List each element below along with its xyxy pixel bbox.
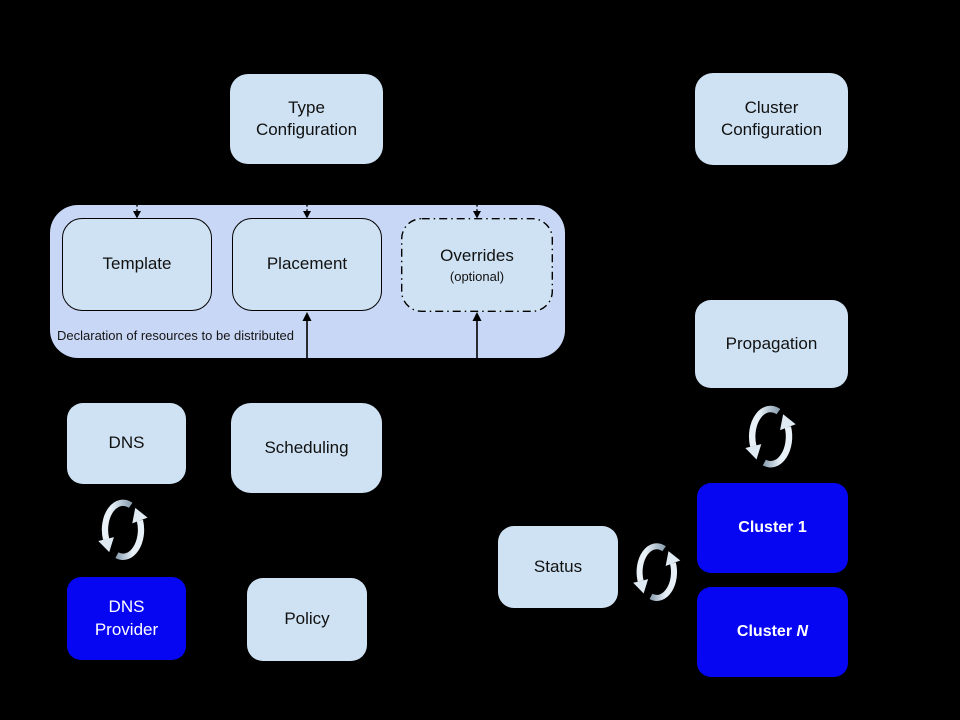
overrides-label: Overrides [440, 245, 514, 265]
cluster-configuration-box: Cluster Configuration [695, 73, 848, 165]
container-caption: Declaration of resources to be distribut… [57, 328, 295, 343]
template-box: Template [62, 218, 212, 311]
overrides-note: (optional) [449, 269, 505, 285]
policy-box: Policy [247, 578, 367, 661]
sync-icon-dns-provider [98, 503, 147, 557]
sync-icon-status-cluster [633, 546, 680, 598]
cluster-1-box: Cluster 1 [697, 483, 848, 573]
type-configuration-box: Type Configuration [230, 74, 383, 164]
type-configuration-label: Type Configuration [255, 97, 358, 139]
status-box: Status [498, 526, 618, 608]
dns-box: DNS [67, 403, 186, 484]
cluster-n-variable: N [796, 623, 809, 641]
cluster-n-label: Cluster N [736, 623, 809, 641]
cluster-configuration-label: Cluster Configuration [720, 97, 823, 139]
overrides-box: Overrides (optional) [401, 218, 553, 312]
dns-provider-label: DNS Provider [94, 597, 159, 639]
cluster-n-box: Cluster N [697, 587, 848, 677]
cluster-1-label: Cluster 1 [738, 519, 807, 537]
scheduling-box: Scheduling [231, 403, 382, 493]
placement-label: Placement [266, 254, 348, 274]
dns-label: DNS [108, 433, 145, 453]
placement-box: Placement [232, 218, 382, 311]
policy-label: Policy [284, 609, 330, 629]
status-label: Status [533, 556, 583, 576]
dns-provider-box: DNS Provider [67, 577, 186, 660]
scheduling-label: Scheduling [264, 437, 349, 457]
template-label: Template [102, 254, 172, 274]
propagation-box: Propagation [695, 300, 848, 388]
propagation-label: Propagation [725, 333, 818, 353]
sync-icon-propagation-cluster [745, 409, 795, 464]
